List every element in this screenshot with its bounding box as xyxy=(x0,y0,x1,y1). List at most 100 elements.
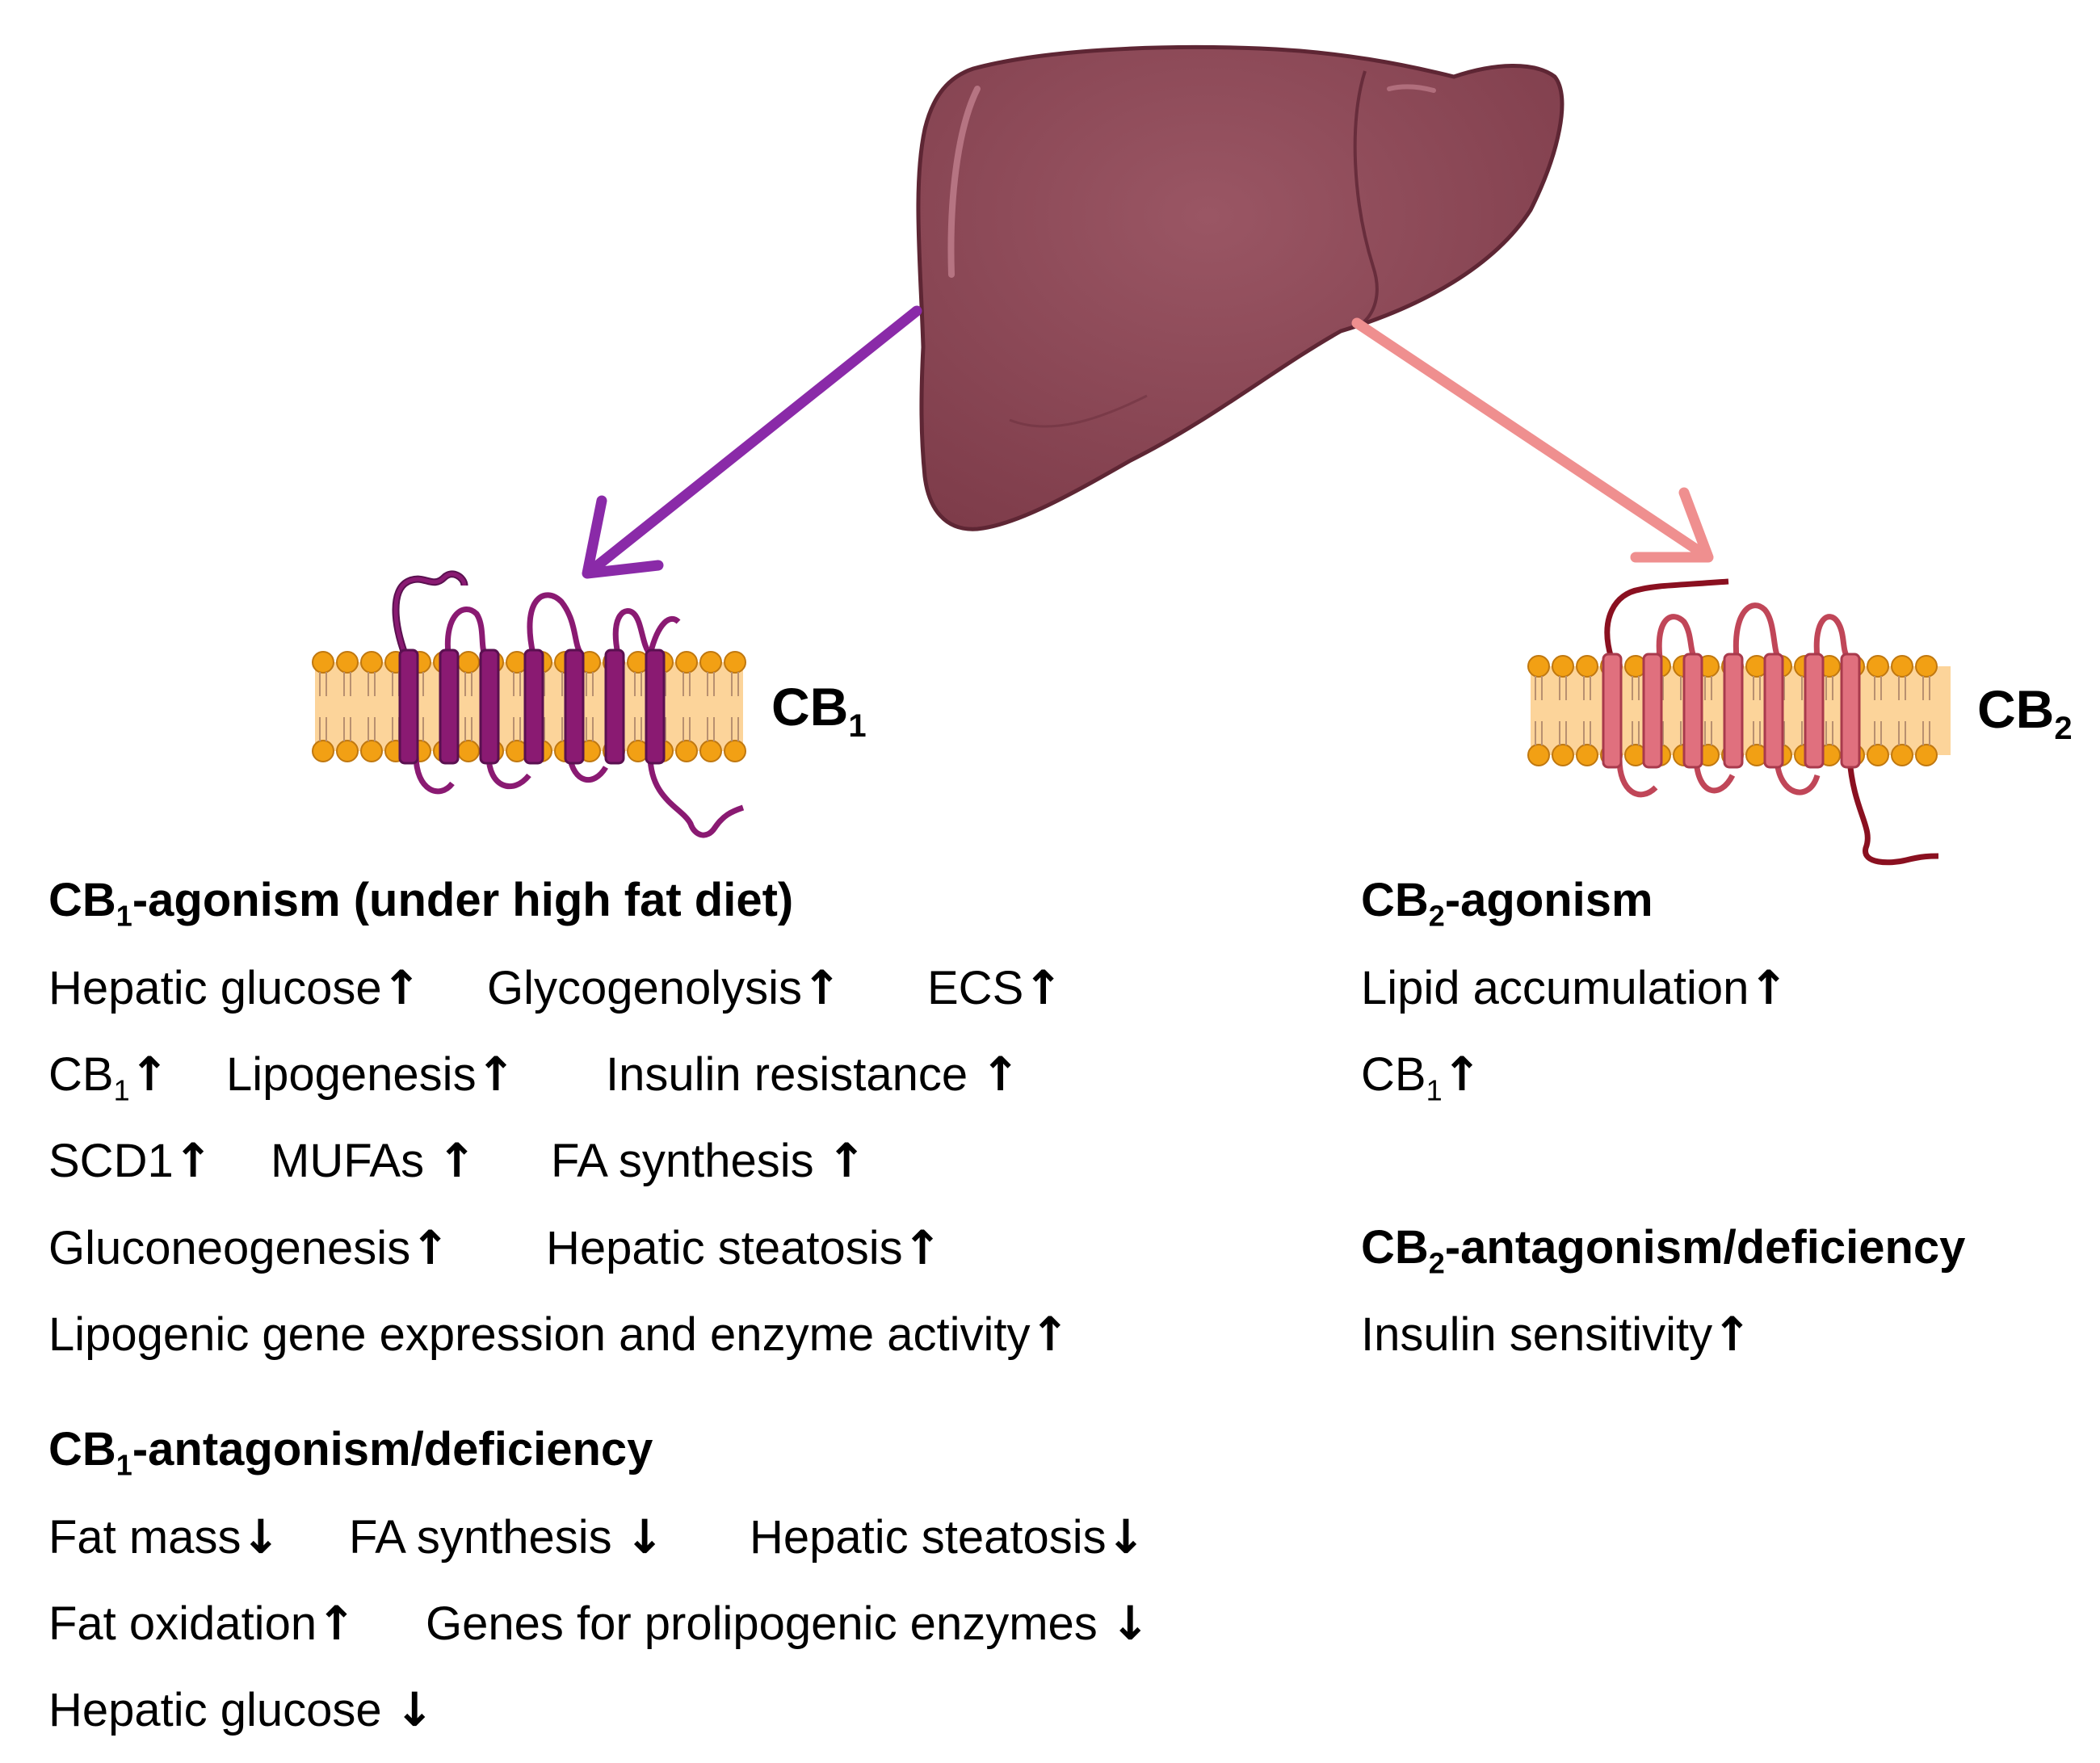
cb1-ag-item: CB1↑ xyxy=(48,1047,170,1107)
lipid-head xyxy=(1527,655,1550,678)
up-arrow-icon: ↑ xyxy=(317,1596,356,1651)
lipid-tail xyxy=(1753,721,1761,745)
up-arrow-icon: ↑ xyxy=(1749,960,1789,1015)
lipid-tail xyxy=(319,717,327,741)
lipid-head xyxy=(336,740,359,762)
lipid-tail xyxy=(634,717,642,741)
up-arrow-icon: ↑ xyxy=(902,1220,943,1275)
lipid-tail xyxy=(731,672,739,696)
lipid-head xyxy=(1867,655,1889,678)
lipid-tail xyxy=(343,672,351,696)
lipid-tail xyxy=(1922,676,1930,700)
lipid-head xyxy=(724,651,746,674)
cb1-ag-item: Gluconeogenesis↑ xyxy=(48,1220,450,1275)
lipid-head xyxy=(1915,655,1938,678)
lipid-tail xyxy=(1632,676,1640,700)
lipid-tail xyxy=(1922,721,1930,745)
cb1-ag-item: Glycogenolysis↑ xyxy=(487,960,842,1015)
lipid-tail xyxy=(634,672,642,696)
up-arrow-icon: ↑ xyxy=(410,1220,450,1275)
lipid-tail xyxy=(1559,721,1567,745)
cb1-ag-item: Lipogenic gene expression and enzyme act… xyxy=(48,1307,1070,1362)
cb1-agonism-heading: CB1-agonism (under high fat diet) xyxy=(48,874,794,933)
lipid-head xyxy=(1891,655,1913,678)
lipid-tail xyxy=(1559,676,1567,700)
cb1-receptor-icon xyxy=(312,570,746,838)
lipid-tail xyxy=(682,717,691,741)
cb2-helices xyxy=(1602,653,1861,769)
lipid-tail xyxy=(513,717,521,741)
down-arrow-icon: ↓ xyxy=(1110,1596,1150,1651)
lipid-tail xyxy=(1583,676,1591,700)
down-arrow-icon: ↓ xyxy=(394,1682,435,1737)
cb2-ant-item: Insulin sensitivity↑ xyxy=(1361,1307,1752,1362)
lipid-tail xyxy=(368,717,376,741)
up-arrow-icon: ↑ xyxy=(1712,1307,1752,1362)
liver-icon xyxy=(916,44,1564,531)
up-arrow-icon: ↑ xyxy=(981,1047,1020,1102)
lipid-tail xyxy=(586,717,594,741)
cb1-ag-item: Hepatic glucose↑ xyxy=(48,960,422,1015)
up-arrow-icon: ↑ xyxy=(826,1133,867,1188)
lipid-tail xyxy=(1898,676,1906,700)
lipid-head xyxy=(1552,655,1574,678)
cb1-ant-item: FA synthesis ↓ xyxy=(349,1509,665,1564)
cb1-ant-item: Hepatic glucose ↓ xyxy=(48,1682,435,1737)
lipid-tail xyxy=(1535,721,1543,745)
cb1-antagonism-heading: CB1-antagonism/deficiency xyxy=(48,1423,653,1482)
lipid-tail xyxy=(1825,676,1833,700)
cb1-ag-item: Lipogenesis↑ xyxy=(226,1047,516,1102)
lipid-tail xyxy=(1825,721,1833,745)
up-arrow-icon: ↑ xyxy=(1023,960,1063,1015)
lipid-head xyxy=(1552,744,1574,766)
lipid-head xyxy=(675,651,698,674)
up-arrow-icon: ↑ xyxy=(476,1047,516,1102)
cb1-ag-item: FA synthesis ↑ xyxy=(551,1133,867,1188)
lipid-head xyxy=(360,651,383,674)
cb2-ag-item: Lipid accumulation↑ xyxy=(1361,960,1789,1015)
up-arrow-icon: ↑ xyxy=(173,1133,213,1188)
cb2-title: CB2 xyxy=(1977,679,2073,747)
lipid-head xyxy=(699,740,722,762)
lipid-tail xyxy=(1704,721,1712,745)
down-arrow-icon: ↓ xyxy=(241,1509,281,1564)
down-arrow-icon: ↓ xyxy=(624,1509,665,1564)
cb2-receptor-icon xyxy=(1527,578,1951,866)
lipid-head xyxy=(457,740,480,762)
up-arrow-icon: ↑ xyxy=(1442,1047,1482,1102)
cb2-ag-item: CB1↑ xyxy=(1361,1047,1482,1107)
lipid-tail xyxy=(1632,721,1640,745)
up-arrow-icon: ↑ xyxy=(437,1133,477,1188)
cb1-ag-item: MUFAs ↑ xyxy=(271,1133,477,1188)
lipid-tail xyxy=(707,717,715,741)
cb1-ag-item: Insulin resistance ↑ xyxy=(606,1047,1020,1102)
cb1-ant-item: Fat oxidation↑ xyxy=(48,1596,356,1651)
lipid-tail xyxy=(368,672,376,696)
lipid-head xyxy=(312,651,334,674)
lipid-head xyxy=(312,740,334,762)
lipid-tail xyxy=(1874,721,1882,745)
lipid-head xyxy=(1576,655,1598,678)
cb2-agonism-heading: CB2-agonism xyxy=(1361,874,1653,933)
lipid-tail xyxy=(1753,676,1761,700)
lipid-tail xyxy=(1704,676,1712,700)
lipid-tail xyxy=(586,672,594,696)
cb1-ant-item: Hepatic steatosis↓ xyxy=(750,1509,1146,1564)
cb1-pathway-arrow xyxy=(582,305,922,579)
lipid-head xyxy=(1867,744,1889,766)
lipid-tail xyxy=(1583,721,1591,745)
cb1-title: CB1 xyxy=(771,677,867,745)
lipid-head xyxy=(1891,744,1913,766)
lipid-head xyxy=(724,740,746,762)
lipid-head xyxy=(1915,744,1938,766)
up-arrow-icon: ↑ xyxy=(1030,1307,1070,1362)
cb1-ag-item: SCD1↑ xyxy=(48,1133,213,1188)
cb1-ant-item: Genes for prolipogenic enzymes ↓ xyxy=(426,1596,1150,1651)
lipid-head xyxy=(457,651,480,674)
cb2-antagonism-heading: CB2-antagonism/deficiency xyxy=(1361,1221,1966,1280)
cb1-ag-item: Hepatic steatosis↑ xyxy=(546,1220,943,1275)
up-arrow-icon: ↑ xyxy=(802,960,842,1015)
lipid-tail xyxy=(343,717,351,741)
lipid-tail xyxy=(1898,721,1906,745)
